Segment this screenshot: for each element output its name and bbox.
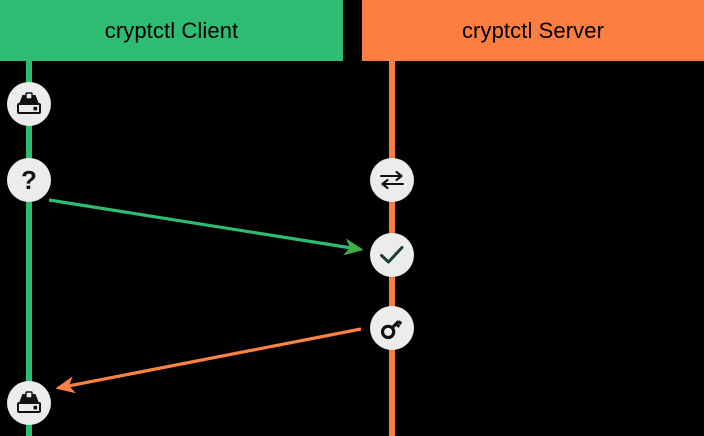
lifeline-client — [26, 61, 32, 436]
question-mark-icon: ? — [21, 165, 37, 195]
hard-drive-icon — [16, 391, 42, 415]
message-arrow-request — [48, 198, 364, 256]
node-server-verified[interactable] — [370, 233, 414, 277]
check-icon — [379, 244, 405, 266]
hard-drive-icon — [16, 92, 42, 116]
node-server-key[interactable] — [370, 306, 414, 350]
participant-header-server: cryptctl Server — [362, 0, 704, 61]
participant-title-server: cryptctl Server — [461, 17, 605, 43]
node-client-question[interactable]: ? — [7, 158, 51, 202]
key-icon — [379, 315, 405, 341]
participant-header-client: cryptctl Client — [0, 0, 343, 61]
exchange-arrows-icon — [379, 170, 405, 190]
node-server-exchange[interactable] — [370, 158, 414, 202]
node-client-disk-unlocked[interactable] — [7, 381, 51, 425]
node-client-disk-encrypted[interactable] — [7, 82, 51, 126]
participant-title-client: cryptctl Client — [104, 17, 239, 43]
message-arrow-response — [55, 327, 362, 394]
